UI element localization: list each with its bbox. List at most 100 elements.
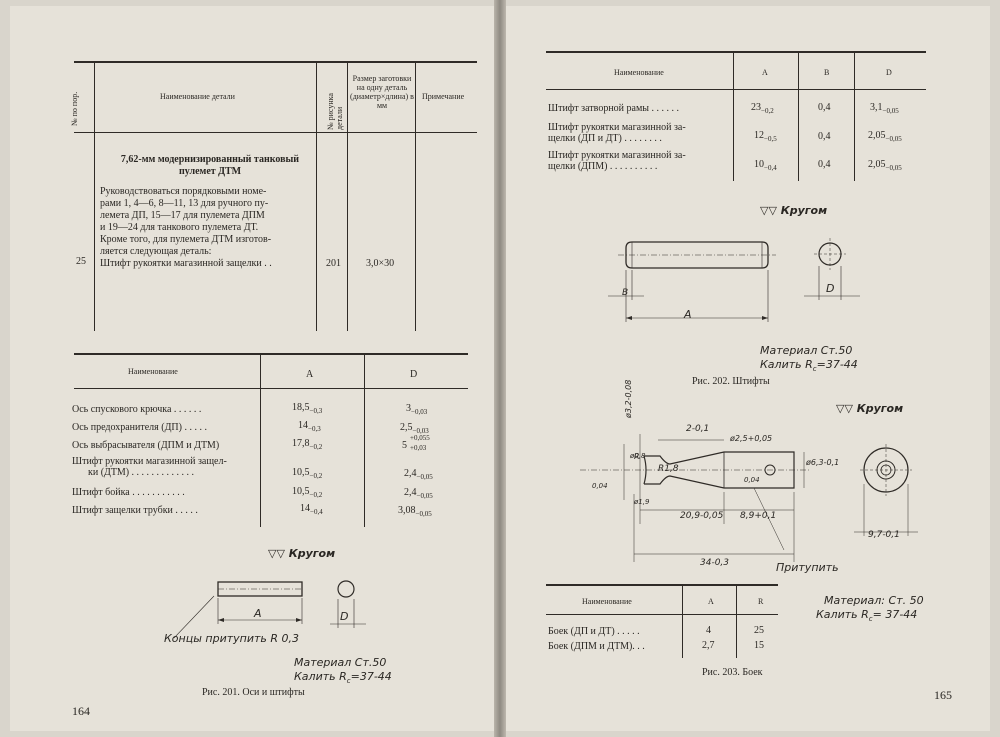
material-note: Материал Ст.50: [760, 344, 853, 357]
fig-caption: Рис. 202. Штифты: [692, 376, 770, 387]
pin-drawing: [173, 580, 366, 639]
header-no: № по пор.: [70, 91, 79, 126]
dim-label: ø1,9: [634, 498, 650, 506]
row-fig: 201: [326, 258, 341, 269]
table-header-rule: [546, 89, 926, 90]
dim-header-b: B: [824, 68, 830, 77]
row-name: Боек (ДП и ДТ) . . . . .: [548, 626, 640, 637]
col-rule: [364, 355, 365, 527]
dim-label: ø0,8: [630, 452, 646, 460]
row-a: 10−0,4: [754, 159, 777, 172]
row-name: Штифт рукоятки магазинной за-: [548, 122, 686, 133]
dim-label: 20,9-0,05: [680, 511, 724, 521]
row-name: Штифт рукоятки магазинной за-: [548, 150, 686, 161]
col-rule: [736, 586, 737, 658]
dim-header-d: D: [886, 68, 892, 77]
dim-header-d: D: [410, 369, 418, 380]
row-name: Ось выбрасывателя (ДПМ и ДТМ): [72, 440, 220, 451]
row-no: 25: [76, 256, 86, 267]
row-name: Ось предохранителя (ДП) . . . . .: [72, 422, 207, 433]
row-size: 3,0×30: [366, 258, 395, 269]
para-line: и 19—24 для танкового пулемета ДТ.: [100, 222, 259, 233]
fig-caption: Рис. 201. Оси и штифты: [202, 687, 305, 698]
row-d: 3−0,03: [406, 403, 428, 416]
para-line: рами 1, 4—6, 8—11, 13 для ручного пу-: [100, 198, 269, 209]
para-line: Руководствоваться порядковыми номе-: [100, 186, 267, 197]
dim-label: 0,04: [592, 482, 608, 490]
table-top-rule: [546, 51, 926, 53]
section-title: 7,62-мм модернизированный танковый: [120, 154, 300, 165]
dim-label: 2-0,1: [686, 424, 710, 434]
table-header-rule: [74, 132, 477, 133]
small-header-name: Наименование: [582, 597, 632, 606]
fig-caption: Рис. 203. Боек: [702, 667, 763, 678]
row-d: 2,05−0,05: [868, 130, 902, 143]
row-a: 4: [706, 625, 711, 636]
firing-pin-drawing: [580, 434, 918, 562]
dim-header-name: Наименование: [128, 367, 178, 376]
dim-b-label: B: [622, 288, 629, 298]
col-rule: [94, 63, 95, 331]
col-rule: [682, 586, 683, 658]
book-gutter: [494, 0, 506, 737]
row-name: Штифт затворной рамы . . . . . .: [548, 103, 680, 114]
col-rule: [347, 63, 348, 331]
row-name: Ось спускового крючка . . . . . .: [72, 404, 202, 415]
finish-mark: ▽▽ Кругом: [836, 402, 904, 415]
dim-label: R1,8: [658, 464, 679, 474]
row-b: 0,4: [818, 102, 831, 113]
row-a: 12−0,5: [754, 130, 777, 143]
row-a: 14−0,3: [298, 420, 321, 433]
header-name: Наименование детали: [160, 92, 235, 101]
row-name: Штифт защелки трубки . . . . .: [72, 505, 198, 516]
row-d: 2,5−0,03: [400, 422, 429, 435]
row-d: 3,1−0,05: [870, 102, 899, 115]
row-d: 2,4−0,05: [404, 468, 433, 481]
small-header-a: A: [708, 597, 714, 606]
dim-a-label: A: [254, 607, 262, 620]
row-d-tol-upper: +0,055: [410, 434, 430, 442]
finish-mark: ▽▽ Кругом: [268, 547, 336, 560]
row-a: 10,5−0,2: [292, 486, 323, 499]
dim-d-label: D: [826, 282, 835, 295]
dim-label: ø6,3-0,1: [806, 458, 840, 467]
dim-label: ø2,5+0,05: [730, 434, 773, 443]
dim-header-a: A: [306, 369, 314, 380]
small-header-r: R: [758, 597, 764, 606]
col-rule: [798, 53, 799, 181]
table-header-rule: [546, 614, 778, 615]
header-fig: № рисунка детали: [326, 93, 344, 130]
dim-label: 8,9+0,1: [740, 511, 777, 521]
table-top-rule: [74, 61, 477, 63]
row-r: 15: [754, 640, 764, 651]
blunt-note: Концы притупить R 0,3: [164, 632, 300, 645]
row-d: 2,05−0,05: [868, 159, 902, 172]
row-name: Боек (ДПМ и ДТМ). . .: [548, 641, 645, 652]
dim-label: 0,04: [744, 476, 760, 484]
row-r: 25: [754, 625, 764, 636]
blunt-note: Притупить: [776, 561, 839, 574]
dim-label: R: [634, 452, 640, 461]
material-note: Материал: Ст. 50: [824, 594, 924, 607]
row-name-cont: щелки (ДПМ) . . . . . . . . . .: [548, 161, 658, 172]
para-line: ляется следующая деталь:: [100, 246, 212, 257]
dim-label: 9,7-0,1: [868, 530, 900, 540]
row-a: 2,7: [702, 640, 715, 651]
para-line: лемета ДП, 15—17 для пулемета ДПМ: [100, 210, 265, 221]
material-note: Материал Ст.50: [294, 656, 387, 669]
row-d: 5: [402, 440, 407, 451]
table-top-rule: [546, 584, 778, 586]
row-name-cont: ки (ДТМ) . . . . . . . . . . . . .: [88, 467, 195, 478]
dim-d-label: D: [340, 610, 349, 623]
row-a: 10,5−0,2: [292, 467, 323, 480]
col-rule: [415, 63, 416, 331]
table-header-rule: [74, 388, 468, 389]
pin-drawing: [608, 238, 860, 322]
col-rule: [854, 53, 855, 181]
left-page: № по пор. Наименование детали № рисунка …: [10, 6, 496, 731]
row-a: 17,8−0,2: [292, 438, 323, 451]
section-title-2: пулемет ДТМ: [178, 166, 242, 177]
col-rule: [733, 53, 734, 181]
hardening-note: Калить Rc=37-44: [760, 358, 858, 373]
finish-mark: ▽▽ Кругом: [760, 204, 828, 217]
